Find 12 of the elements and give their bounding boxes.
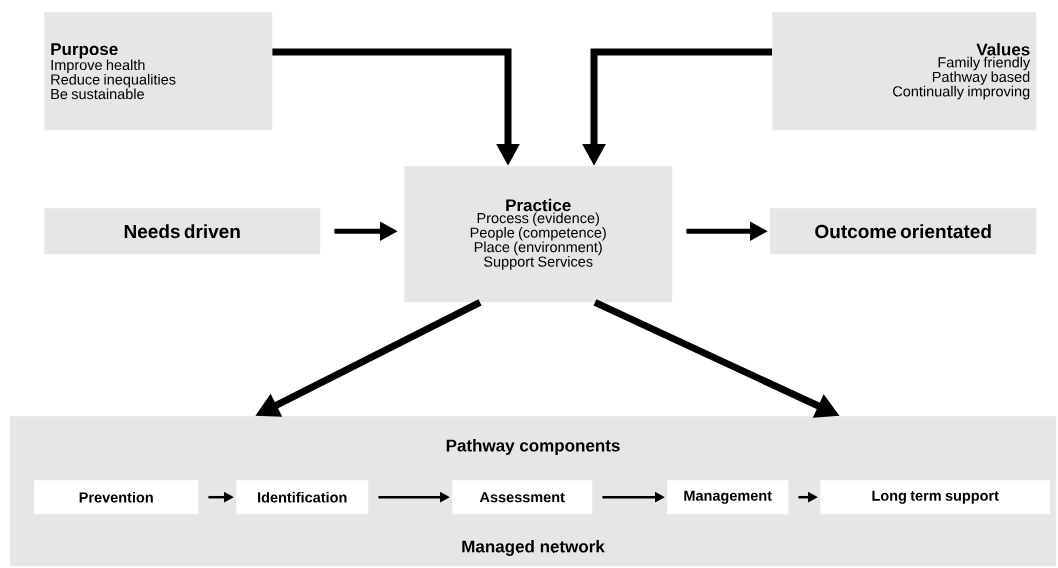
panel-heading: Pathway components	[446, 439, 620, 455]
step-box: Management	[667, 480, 789, 515]
step-box: Identification	[236, 480, 369, 515]
process-box: Practice Process (evidence) People (competence) Place (environment) Support Services	[404, 166, 673, 303]
panel-heading: Managed network	[462, 540, 605, 556]
step-box: Long term support	[820, 480, 1051, 515]
step-box: Assessment	[452, 480, 593, 515]
info-box: Purpose Improve health Reduce inequalities Be sustainable	[44, 12, 273, 131]
process-box: Needs driven	[44, 208, 321, 255]
step-box: Prevention	[34, 480, 199, 515]
process-box: Outcome orientated	[770, 208, 1037, 255]
info-box: Values Family friendly Pathway based Continually improving	[772, 12, 1037, 131]
